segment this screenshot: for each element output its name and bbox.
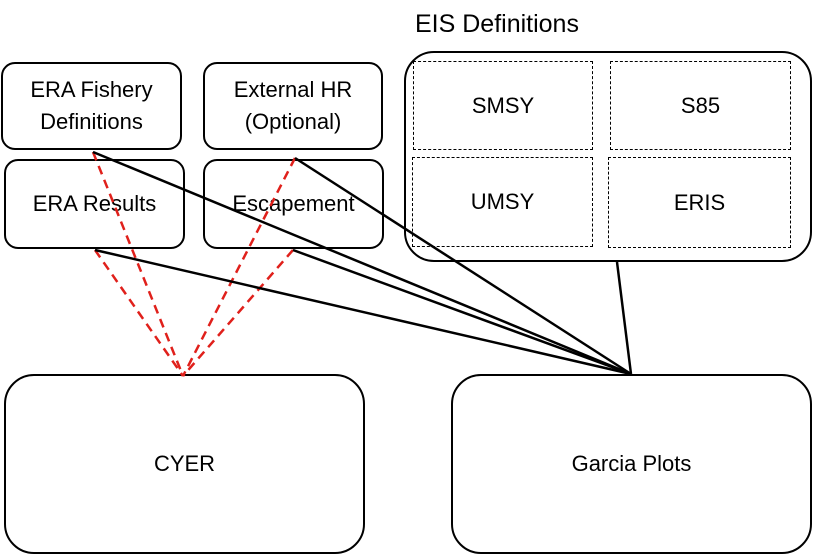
escapement-box: Escapement [203,159,384,249]
external-hr-label: External HR (Optional) [233,77,353,134]
eris-cell: ERIS [608,157,791,248]
garcia-plots-box: Garcia Plots [451,374,812,554]
era-results-box: ERA Results [4,159,185,249]
era-results-label: ERA Results [32,191,157,216]
era-fishery-definitions-box: ERA Fishery Definitions [1,62,182,150]
connector-eis-definitions-to-garcia-plots [615,261,633,375]
umsy-cell: UMSY [412,157,593,247]
cyer-label: CYER [153,451,216,476]
smsy-label: SMSY [471,92,535,118]
garcia-plots-label: Garcia Plots [571,451,692,476]
external-hr-box: External HR (Optional) [203,62,383,150]
s85-label: S85 [680,92,721,118]
s85-cell: S85 [610,61,791,150]
connector-escapement-to-garcia-plots [292,248,632,376]
connector-era-results-to-cyer [93,249,185,377]
eis-definitions-title: EIS Definitions [415,10,579,38]
smsy-cell: SMSY [413,61,593,150]
connector-escapement-to-cyer [182,249,294,377]
cyer-box: CYER [4,374,365,554]
connector-era-results-to-garcia-plots [94,248,632,376]
era-fishery-definitions-label: ERA Fishery Definitions [30,77,153,134]
eris-label: ERIS [673,189,726,215]
umsy-label: UMSY [470,189,535,214]
escapement-label: Escapement [232,191,355,216]
